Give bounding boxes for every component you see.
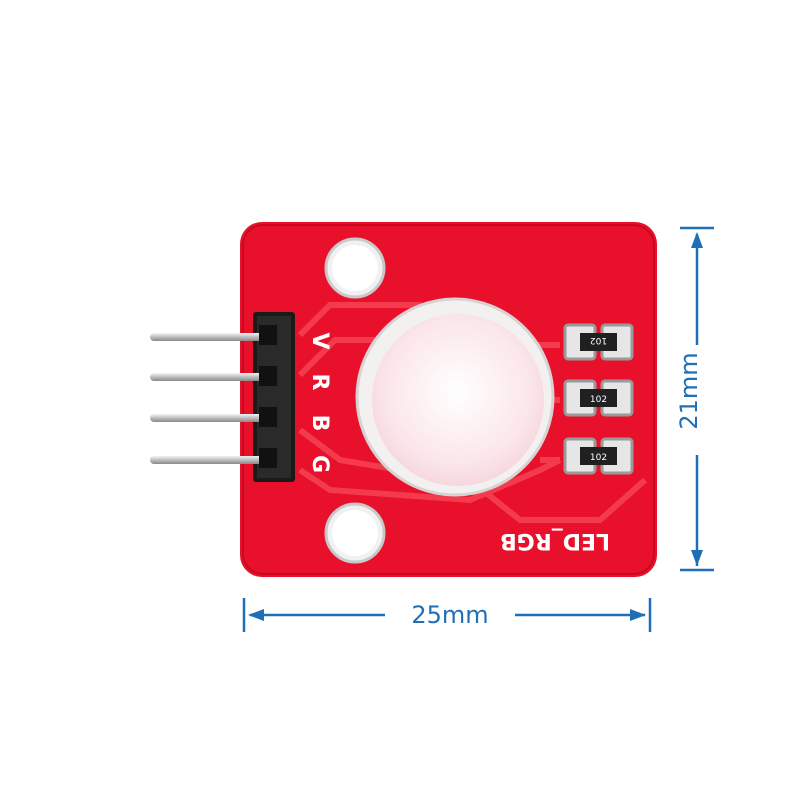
- rgb-led: [355, 297, 555, 497]
- resistor-3: 102: [563, 437, 634, 475]
- board-name-silkscreen: LED_RGB: [500, 528, 610, 553]
- pin-b: [150, 414, 275, 422]
- pin-label-g: G: [307, 455, 332, 473]
- pin-header: [150, 312, 295, 482]
- mounting-hole-bottom: [324, 502, 386, 564]
- header-pins: [150, 333, 275, 464]
- pin-g: [150, 456, 275, 464]
- height-dimension: [680, 226, 714, 572]
- pin-labels: V R B G: [307, 332, 332, 473]
- pin-label-r: R: [307, 374, 332, 391]
- resistor-1: 102: [563, 323, 634, 361]
- height-label: 21mm: [675, 352, 703, 429]
- width-dimension: [242, 598, 652, 632]
- resistor-1-code: 102: [590, 335, 607, 345]
- pin-label-b: B: [307, 415, 332, 432]
- pin-v: [150, 333, 275, 341]
- pin-r: [150, 373, 275, 381]
- pcb-edge: [242, 224, 655, 575]
- width-label: 25mm: [411, 601, 488, 629]
- resistor-3-code: 102: [590, 453, 607, 463]
- pin-label-v: V: [307, 332, 332, 349]
- resistor-2-code: 102: [590, 395, 607, 405]
- mounting-hole-top: [324, 237, 386, 299]
- resistor-2: 102: [563, 379, 634, 417]
